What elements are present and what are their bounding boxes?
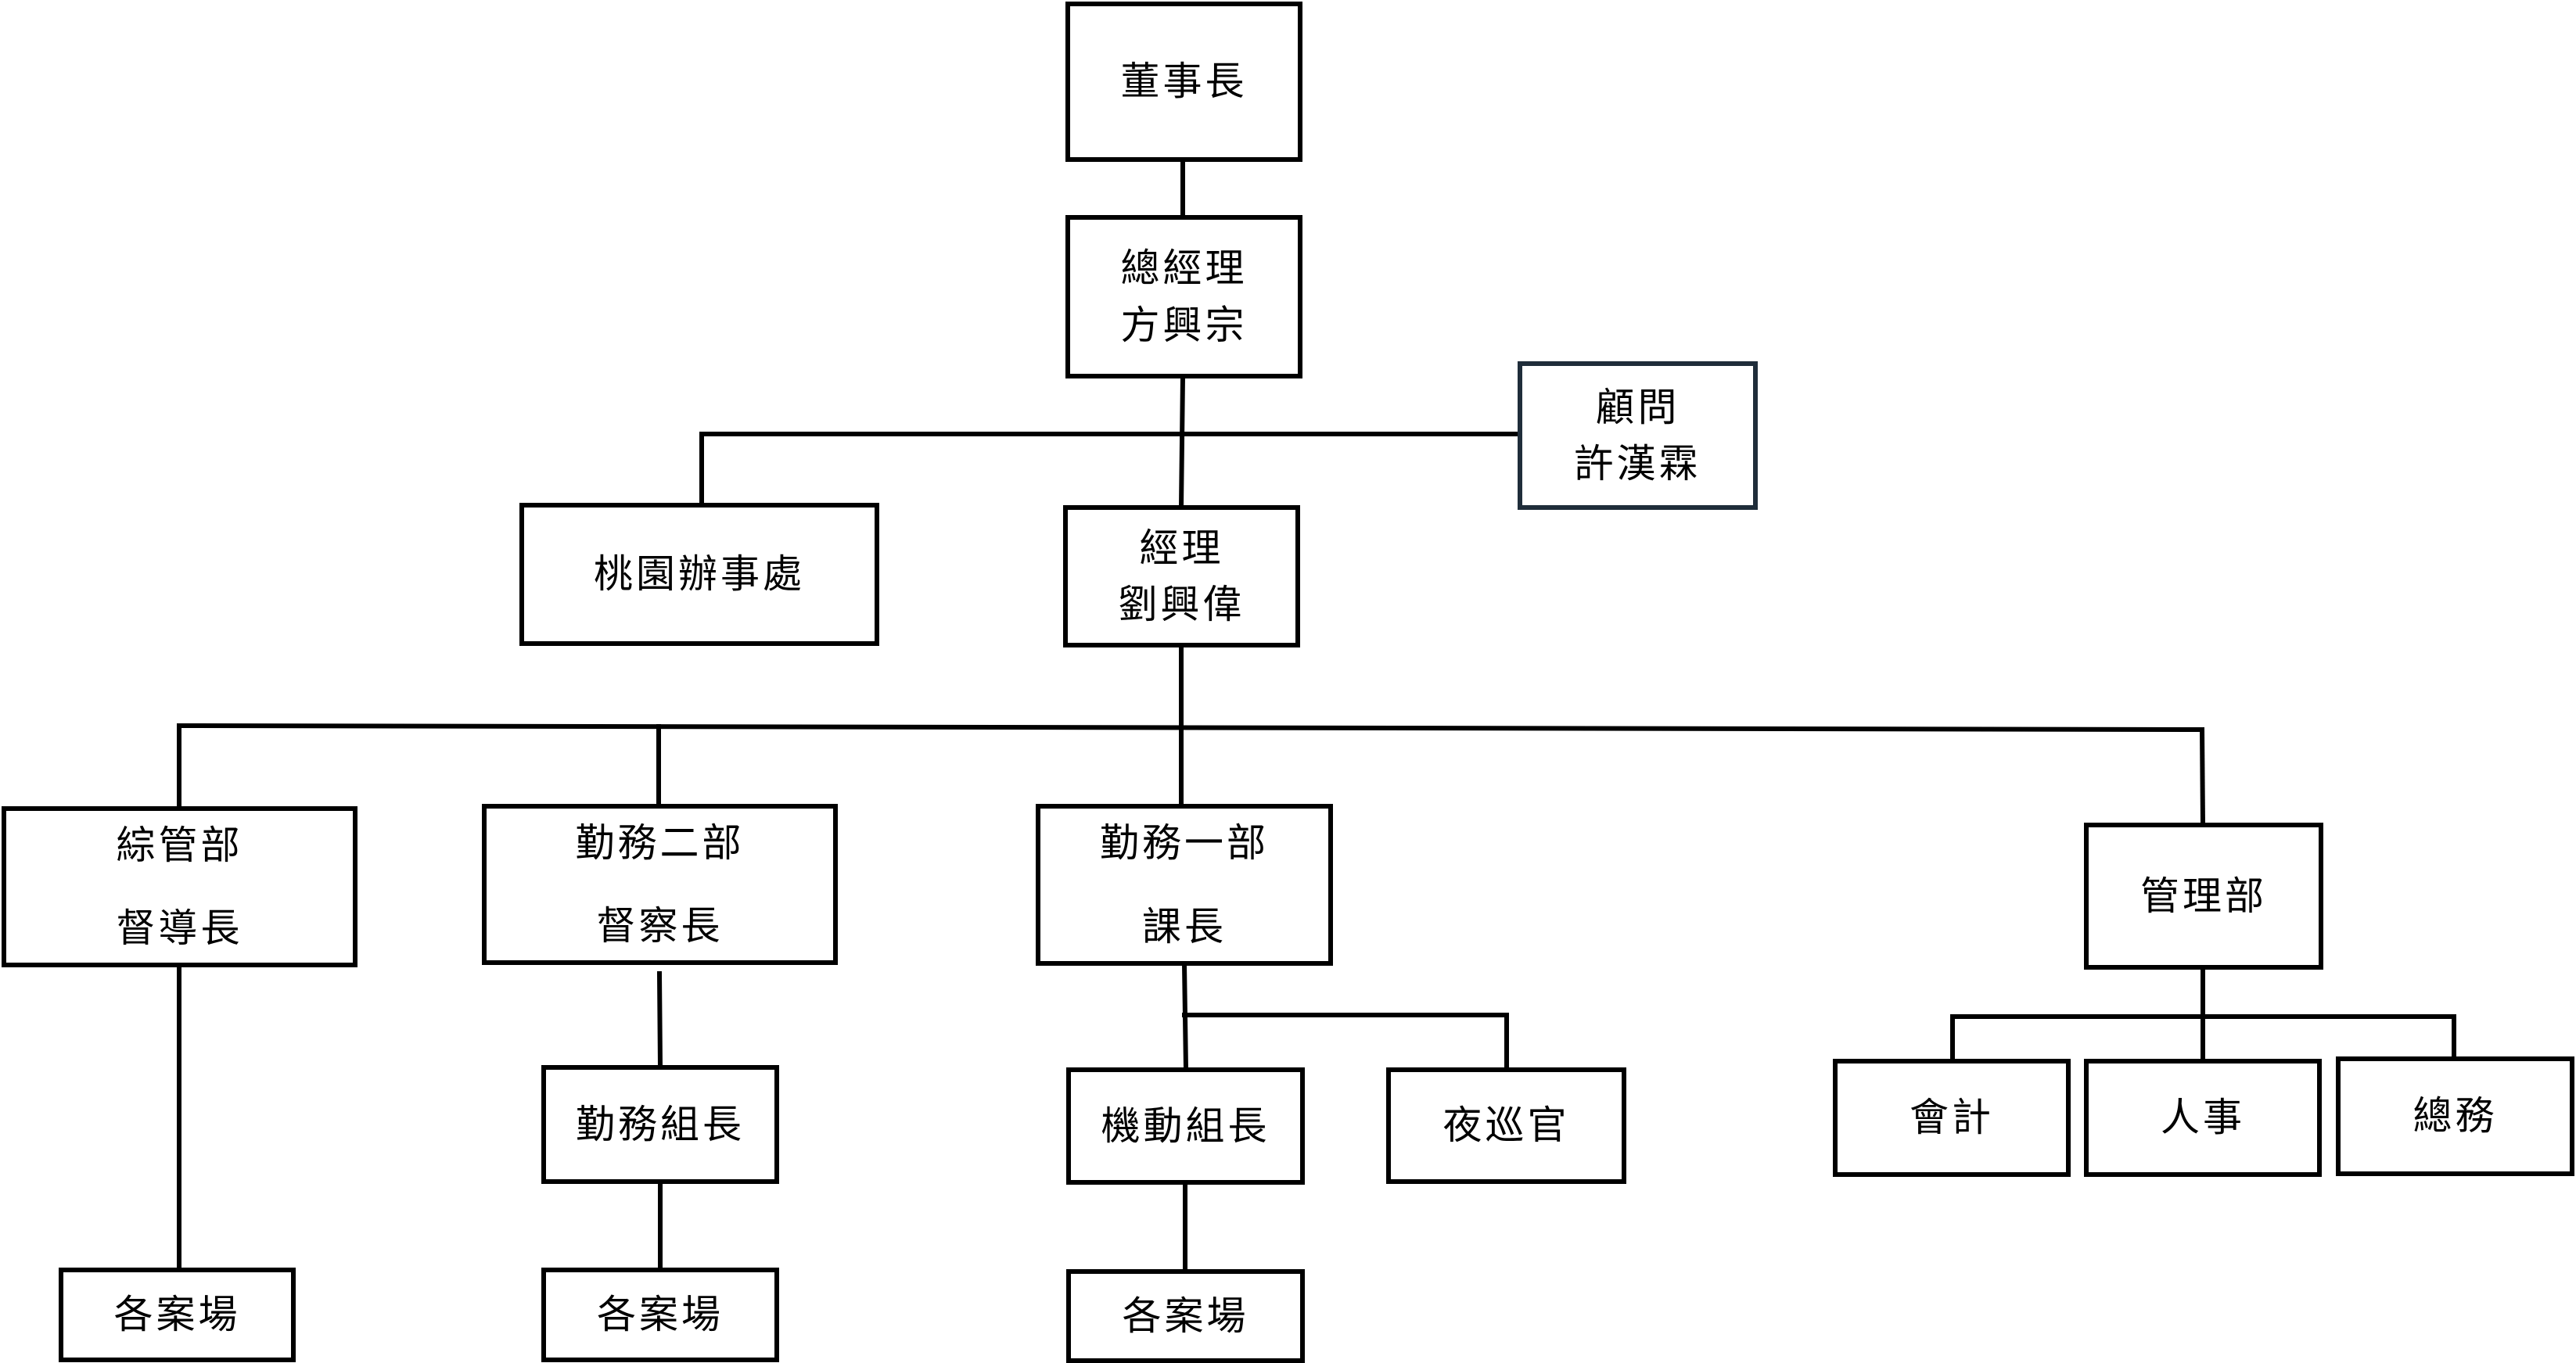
taoyuan-office-box: 桃園辦事處 — [519, 503, 879, 646]
night-patrol-officer-box: 夜巡官 — [1386, 1067, 1626, 1184]
connector-duty-dept-2-to-team-leader — [656, 970, 663, 1070]
manager-name: 劉興偉 — [1118, 582, 1245, 627]
duty-dept-1-title: 勤務一部 — [1100, 820, 1269, 866]
duty-dept-2-role: 督察長 — [596, 903, 724, 949]
chairman-title: 董事長 — [1120, 59, 1248, 105]
accounting-title: 會計 — [1910, 1095, 1994, 1141]
sites-title: 各案場 — [1122, 1293, 1249, 1339]
sites-box-general-affairs: 各案場 — [59, 1268, 296, 1362]
general-services-box: 總務 — [2336, 1056, 2574, 1176]
manager-box: 經理 劉興偉 — [1063, 505, 1300, 647]
general-affairs-dept-title: 綜管部 — [116, 822, 243, 868]
connector-general-manager-manager — [1178, 374, 1186, 510]
general-affairs-dept-role: 督導長 — [116, 906, 243, 951]
sites-box-duty-dept-2: 各案場 — [541, 1268, 779, 1362]
duty-dept-2-title: 勤務二部 — [575, 820, 745, 866]
general-services-title: 總務 — [2413, 1093, 2498, 1139]
personnel-box: 人事 — [2084, 1059, 2322, 1177]
taoyuan-office-title: 桃園辦事處 — [594, 551, 805, 597]
advisor-title: 顧問 — [1595, 384, 1680, 430]
general-manager-box: 總經理 方興宗 — [1065, 215, 1302, 378]
sites-title: 各案場 — [597, 1292, 724, 1338]
sites-box-duty-dept-1: 各案場 — [1066, 1269, 1305, 1363]
management-dept-title: 管理部 — [2140, 873, 2267, 919]
chairman-box: 董事長 — [1065, 2, 1302, 162]
duty-dept-1-box: 勤務一部 課長 — [1036, 804, 1333, 966]
mobile-team-leader-title: 機動組長 — [1101, 1103, 1270, 1149]
general-manager-name: 方興宗 — [1120, 302, 1248, 348]
general-manager-title: 總經理 — [1120, 246, 1248, 291]
manager-title: 經理 — [1139, 525, 1224, 571]
connector-to-management-dept — [2199, 726, 2206, 827]
night-patrol-officer-title: 夜巡官 — [1442, 1103, 1570, 1149]
connector-departments-horizontal — [176, 723, 2205, 733]
advisor-name: 許漢霖 — [1574, 441, 1701, 486]
duty-team-leader-box: 勤務組長 — [541, 1065, 779, 1184]
accounting-box: 會計 — [1833, 1059, 2071, 1177]
duty-dept-2-box: 勤務二部 督察長 — [482, 804, 838, 965]
management-dept-box: 管理部 — [2084, 823, 2323, 970]
duty-dept-1-role: 課長 — [1142, 903, 1227, 949]
advisor-box: 顧問 許漢霖 — [1518, 361, 1758, 510]
mobile-team-leader-box: 機動組長 — [1066, 1067, 1305, 1185]
general-affairs-dept-box: 綜管部 督導長 — [2, 806, 357, 967]
duty-team-leader-title: 勤務組長 — [576, 1101, 745, 1147]
sites-title: 各案場 — [113, 1292, 241, 1338]
personnel-title: 人事 — [2161, 1095, 2245, 1141]
